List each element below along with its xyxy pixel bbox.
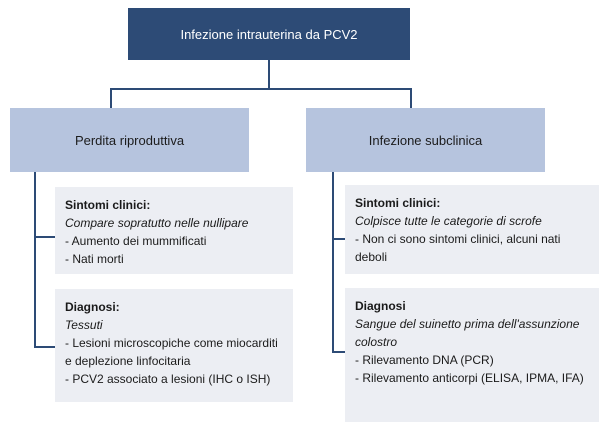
panel-item: - Nati morti [65,252,124,266]
branch-node-perdita-riproduttiva: Perdita riproduttiva [10,108,249,172]
connector-left-stub-2 [34,346,55,348]
branch-node-infezione-subclinica: Infezione subclinica [306,108,545,172]
connector-top-horizontal [110,88,412,90]
panel-subtitle: Sangue del suinetto prima dell'assunzion… [355,317,580,349]
connector-left-column-vertical [34,172,36,348]
connector-right-stub-2 [332,351,345,353]
panel-subtitle: Compare sopratutto nelle nullipare [65,216,249,230]
panel-right-sintomi-clinici: Sintomi clinici: Colpisce tutte le categ… [345,185,599,274]
panel-left-sintomi-clinici: Sintomi clinici: Compare sopratutto nell… [55,187,293,274]
panel-heading: Diagnosi [355,299,406,313]
panel-subtitle: Colpisce tutte le categorie di scrofe [355,214,542,228]
panel-heading: Diagnosi: [65,300,120,314]
connector-right-branch-drop [410,88,412,108]
root-node-label: Infezione intrauterina da PCV2 [180,26,358,42]
panel-item: - Rilevamento DNA (PCR) [355,353,494,367]
connector-left-stub-1 [34,236,55,238]
connector-right-stub-1 [332,238,345,240]
panel-left-diagnosi: Diagnosi: Tessuti - Lesioni microscopich… [55,289,293,402]
panel-heading: Sintomi clinici: [355,196,441,210]
root-node: Infezione intrauterina da PCV2 [128,8,410,60]
panel-subtitle: Tessuti [65,318,103,332]
connector-right-column-vertical [332,172,334,353]
connector-left-branch-drop [110,88,112,108]
panel-heading: Sintomi clinici: [65,198,151,212]
branch-label: Infezione subclinica [368,132,483,148]
panel-item: - Lesioni microscopiche come miocarditi … [65,336,278,368]
connector-root-vertical [268,60,270,89]
panel-right-diagnosi: Diagnosi Sangue del suinetto prima dell'… [345,288,599,422]
panel-item: - PCV2 associato a lesioni (IHC o ISH) [65,372,271,386]
panel-item: - Rilevamento anticorpi (ELISA, IPMA, IF… [355,371,584,385]
branch-label: Perdita riproduttiva [74,132,185,148]
panel-item: - Non ci sono sintomi clinici, alcuni na… [355,232,561,264]
panel-item: - Aumento dei mummificati [65,234,207,248]
